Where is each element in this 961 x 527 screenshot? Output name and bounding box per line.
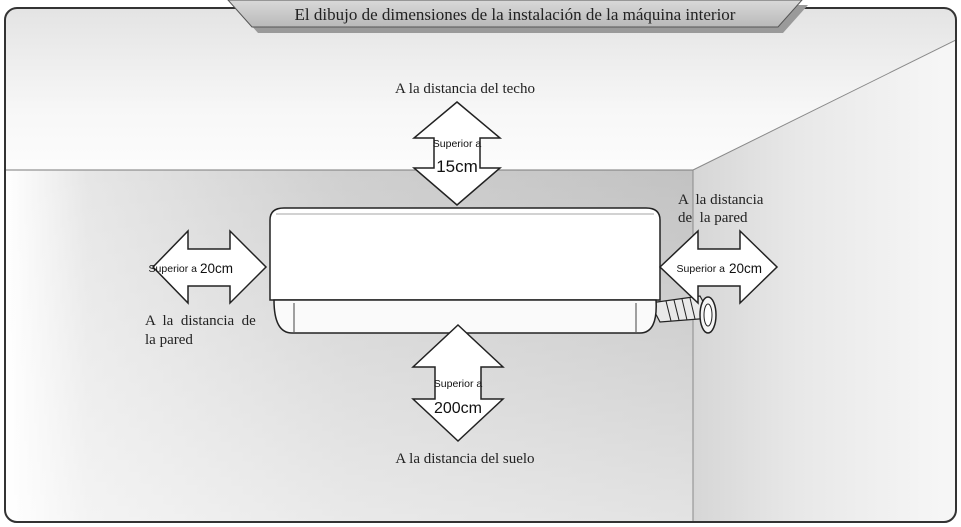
diagram-title: El dibujo de dimensiones de la instalaci… [295, 5, 736, 24]
left-caption-line1: A la distancia de [145, 313, 256, 329]
wall-edge-diagonal [692, 39, 956, 171]
right-clearance-value: 20cm [729, 261, 762, 276]
top-clearance: Superior a 15cm A la distancia del techo [395, 81, 535, 206]
top-double-arrow-icon [411, 101, 503, 206]
right-caption-line2: de la pared [678, 210, 748, 226]
bottom-double-arrow-icon [411, 323, 505, 443]
top-clearance-label: Superior a [433, 138, 482, 150]
title-tab: El dibujo de dimensiones de la instalaci… [227, 0, 808, 33]
air-conditioner-unit-icon [269, 207, 661, 334]
bottom-clearance-label: Superior a [434, 378, 483, 390]
bottom-caption: A la distancia del suelo [395, 451, 534, 467]
left-clearance-label: Superior a [149, 263, 198, 275]
right-double-arrow-icon [658, 229, 779, 305]
right-clearance: Superior a 20cm A la distancia de la par… [658, 192, 779, 305]
left-clearance: Superior a 20cm A la distancia de la par… [145, 229, 268, 348]
left-clearance-value: 20cm [200, 261, 233, 276]
top-caption: A la distancia del techo [395, 81, 535, 97]
bottom-clearance: Superior a 200cm A la distancia del suel… [395, 323, 535, 467]
top-clearance-value: 15cm [436, 157, 478, 176]
left-double-arrow-icon [151, 229, 268, 305]
left-caption-line2: la pared [145, 332, 193, 348]
side-wall [693, 40, 956, 522]
bottom-clearance-value: 200cm [434, 400, 482, 417]
right-caption-line1: A la distancia [678, 192, 764, 208]
right-clearance-label: Superior a [677, 263, 726, 275]
